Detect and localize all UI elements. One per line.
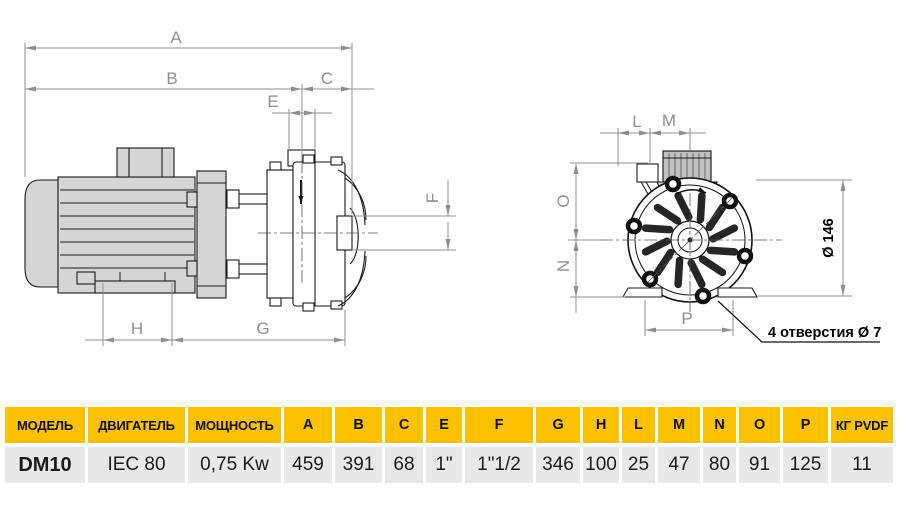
dim-label-e: E: [267, 92, 278, 111]
front-view-dimensions: [568, 128, 880, 343]
side-view-dimensions: [24, 43, 456, 346]
rotation-arrow: [675, 187, 707, 195]
value-power: 0,75 Kw: [188, 447, 281, 483]
header-a: A: [284, 407, 332, 443]
value-h: 100: [583, 447, 619, 483]
dim-label-p: P: [681, 309, 692, 328]
value-b: 391: [335, 447, 382, 483]
header-b: B: [335, 407, 382, 443]
value-a: 459: [284, 447, 332, 483]
value-l: 25: [622, 447, 655, 483]
value-e: 1": [426, 447, 462, 483]
mounting-foot-left: [622, 287, 663, 298]
front-view-drawing: L M O N P Ø 146 4 отверстия Ø 7: [554, 111, 881, 343]
value-f: 1"1/2: [465, 447, 533, 483]
dim-label-f: F: [423, 193, 442, 203]
value-g: 346: [536, 447, 580, 483]
dim-label-h: H: [131, 319, 143, 338]
header-g: G: [536, 407, 580, 443]
housing-bolts: [625, 175, 754, 305]
mounting-foot-right: [717, 287, 758, 298]
holes-note: 4 отверстия Ø 7: [768, 325, 881, 341]
header-kg-pvdf: КГ PVDF: [831, 407, 893, 443]
diameter-label: Ø 146: [821, 218, 837, 258]
dim-label-o: O: [554, 194, 573, 207]
holes-leader-line: [717, 300, 880, 343]
header-f: F: [465, 407, 533, 443]
pump-head: [266, 154, 367, 312]
value-o: 91: [739, 447, 780, 483]
side-port: [636, 163, 659, 183]
header-h: H: [583, 407, 619, 443]
value-p: 125: [783, 447, 828, 483]
header-l: L: [622, 407, 655, 443]
technical-drawing: A B C E F H G: [24, 28, 881, 346]
header-motor: ДВИГАТЕЛЬ: [88, 407, 185, 443]
header-p: P: [783, 407, 828, 443]
dim-label-b: B: [166, 69, 177, 88]
value-m: 47: [658, 447, 700, 483]
dim-label-c: C: [321, 69, 333, 88]
dim-label-a: A: [170, 28, 182, 47]
header-n: N: [703, 407, 736, 443]
header-c: C: [385, 407, 423, 443]
motor-end-cap: [24, 179, 59, 288]
value-motor: IEC 80: [88, 447, 185, 483]
radial-fins: [641, 191, 739, 289]
motor-foot: [94, 280, 176, 294]
dim-label-l: L: [632, 112, 641, 131]
header-e: E: [426, 407, 462, 443]
header-m: M: [658, 407, 700, 443]
value-model: DM10: [5, 447, 85, 483]
terminal-box: [116, 147, 175, 178]
header-o: O: [739, 407, 780, 443]
header-model: МОДЕЛЬ: [5, 407, 85, 443]
side-view-drawing: A B C E F H G: [24, 28, 456, 346]
dim-label-n: N: [554, 260, 573, 272]
dim-label-m: M: [662, 111, 676, 130]
value-n: 80: [703, 447, 736, 483]
value-c: 68: [385, 447, 423, 483]
flange: [196, 170, 227, 299]
dim-label-g: G: [256, 319, 269, 338]
header-power: МОЩНОСТЬ: [188, 407, 281, 443]
dimensions-table: МОДЕЛЬ ДВИГАТЕЛЬ МОЩНОСТЬ A B C E F G H …: [5, 407, 893, 483]
value-kg-pvdf: 11: [831, 447, 893, 483]
motor-cooling-fins: [60, 189, 194, 292]
